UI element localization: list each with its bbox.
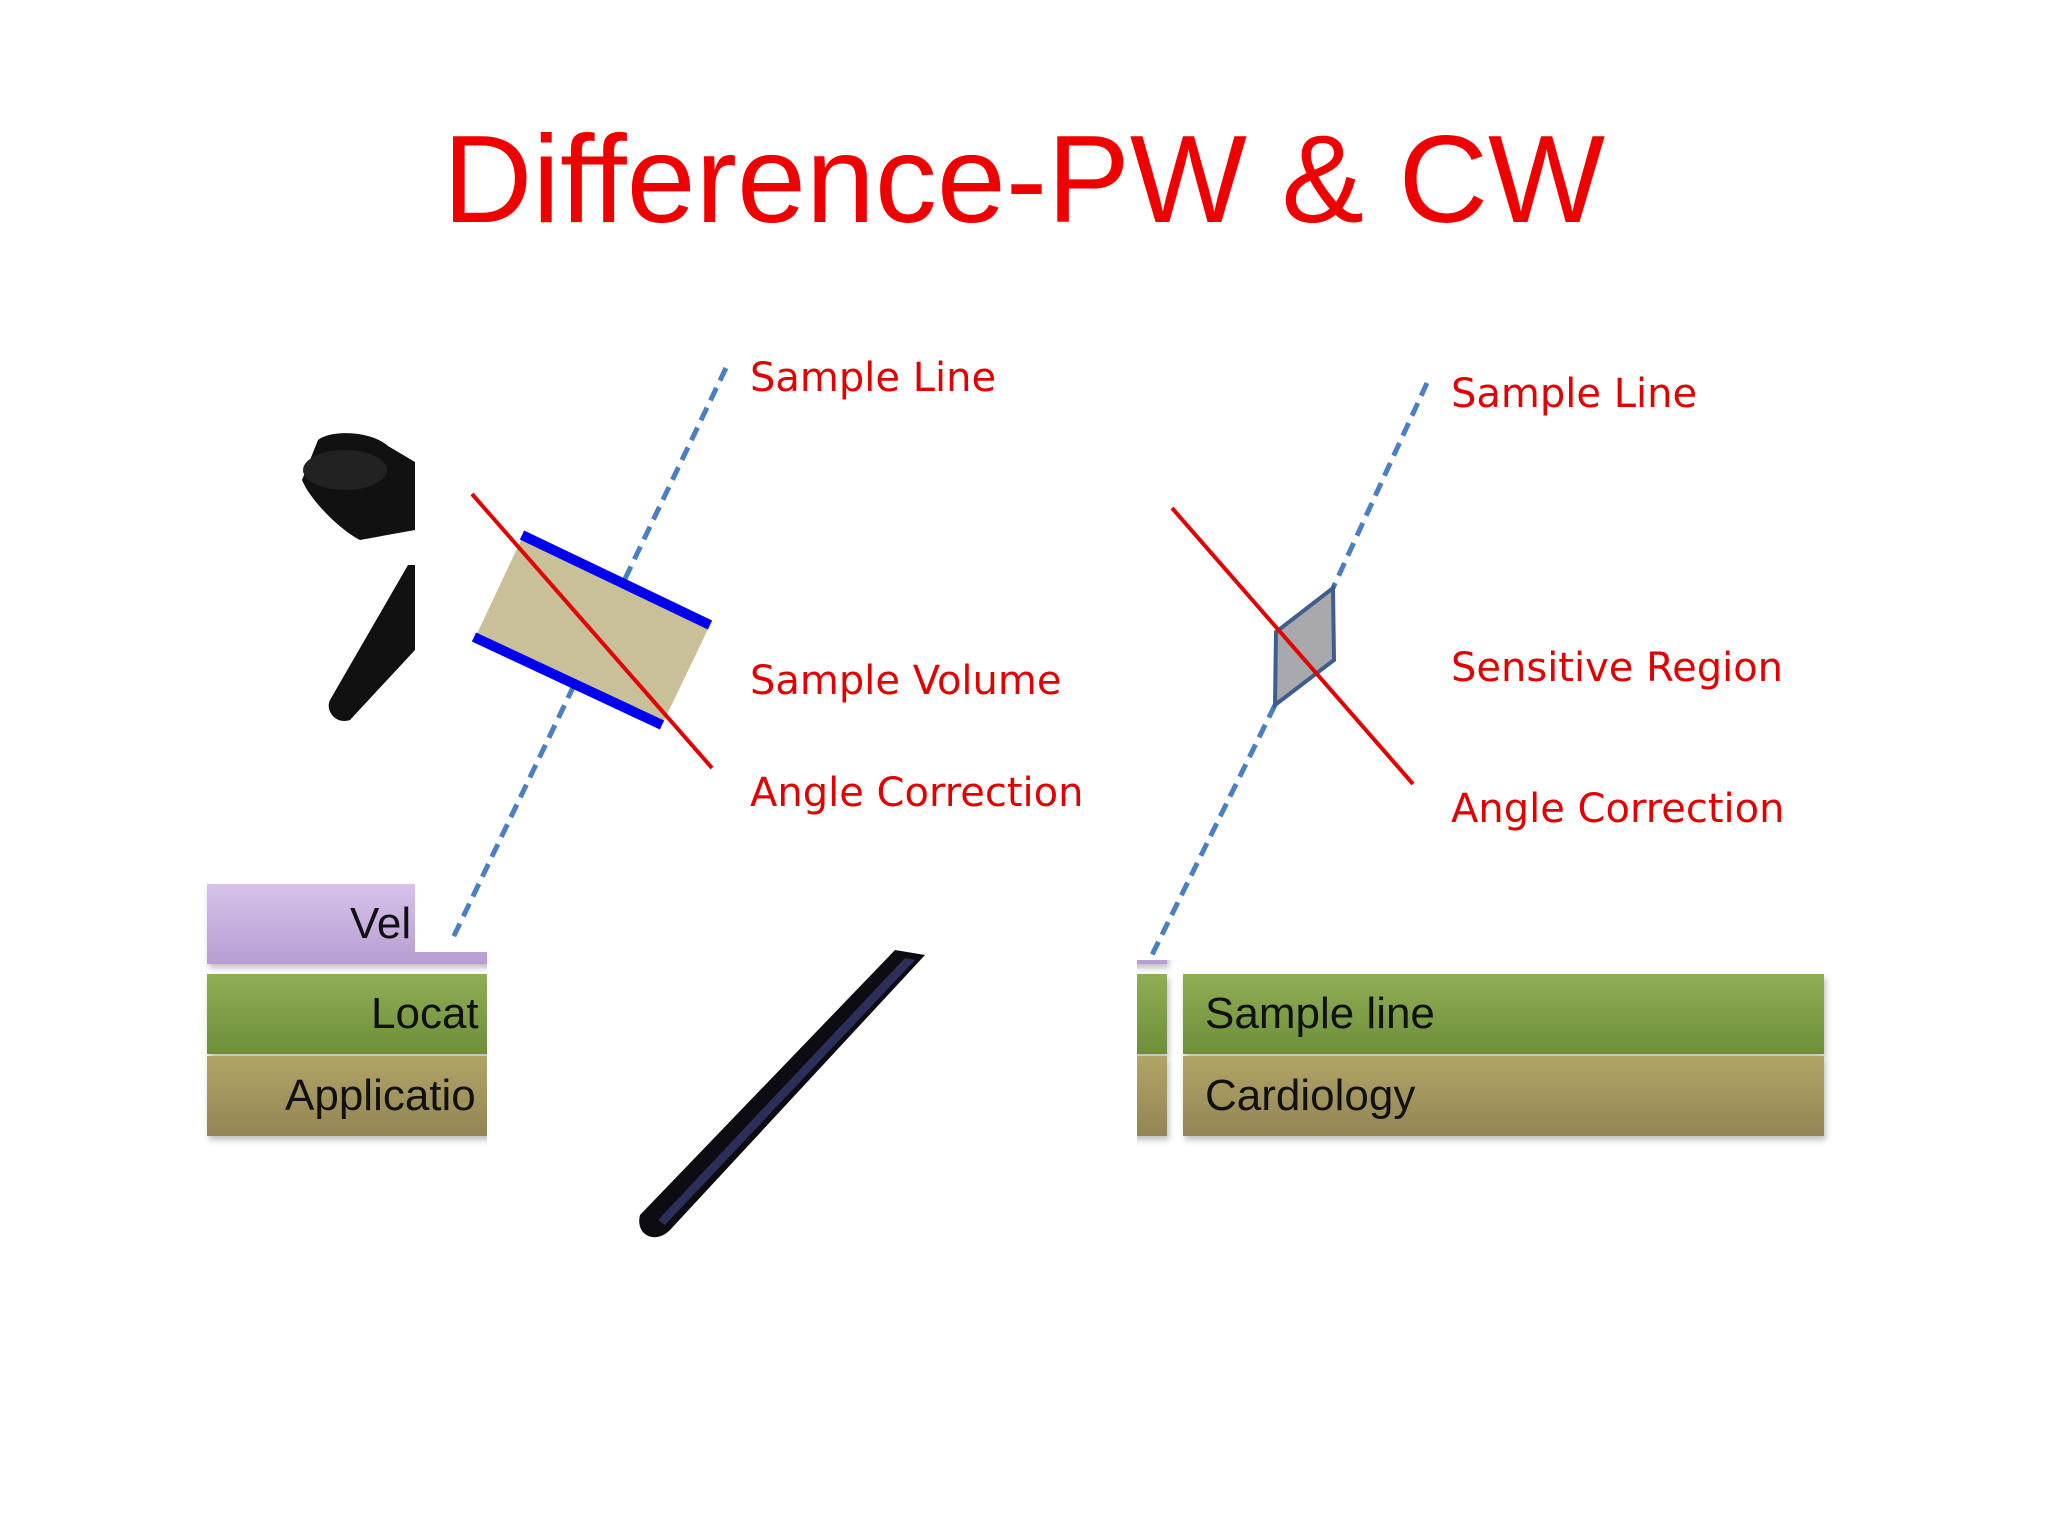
pw-sample-line-label: Sample Line bbox=[750, 355, 997, 401]
cw-sensitive-region-label: Sensitive Region bbox=[1451, 645, 1784, 691]
cw-sample-line-bottom bbox=[1149, 703, 1278, 957]
cw-diagram-panel bbox=[1135, 340, 1825, 960]
pw-gate-top bbox=[519, 530, 713, 630]
pencil-probe-image bbox=[639, 950, 925, 1238]
cw-sensitive-region bbox=[1272, 583, 1337, 710]
left-location-text: Locat bbox=[371, 989, 479, 1038]
left-velocity-text: Vel bbox=[350, 899, 412, 948]
probe-head-image bbox=[302, 433, 415, 721]
slide-title: Difference-PW & CW bbox=[442, 111, 1606, 249]
pw-sample-volume-label: Sample Volume bbox=[750, 658, 1062, 704]
right-location-text: Sample line bbox=[1205, 989, 1435, 1038]
left-application-text: Applicatio bbox=[285, 1071, 476, 1120]
right-application-bar: Cardiology bbox=[1183, 1056, 1824, 1136]
right-location-bar: Sample line bbox=[1183, 974, 1824, 1054]
cw-angle-correction-label: Angle Correction bbox=[1451, 786, 1785, 832]
cw-angle-correction-line bbox=[1170, 506, 1415, 786]
cw-sample-line-label: Sample Line bbox=[1451, 371, 1698, 417]
cw-sample-line-top bbox=[1330, 381, 1430, 590]
pw-angle-correction-label: Angle Correction bbox=[750, 770, 1084, 816]
pw-gate-bottom bbox=[471, 632, 665, 730]
right-application-text: Cardiology bbox=[1205, 1071, 1416, 1120]
probe-image-panel bbox=[487, 950, 1137, 1270]
pw-angle-correction-line bbox=[470, 492, 714, 770]
